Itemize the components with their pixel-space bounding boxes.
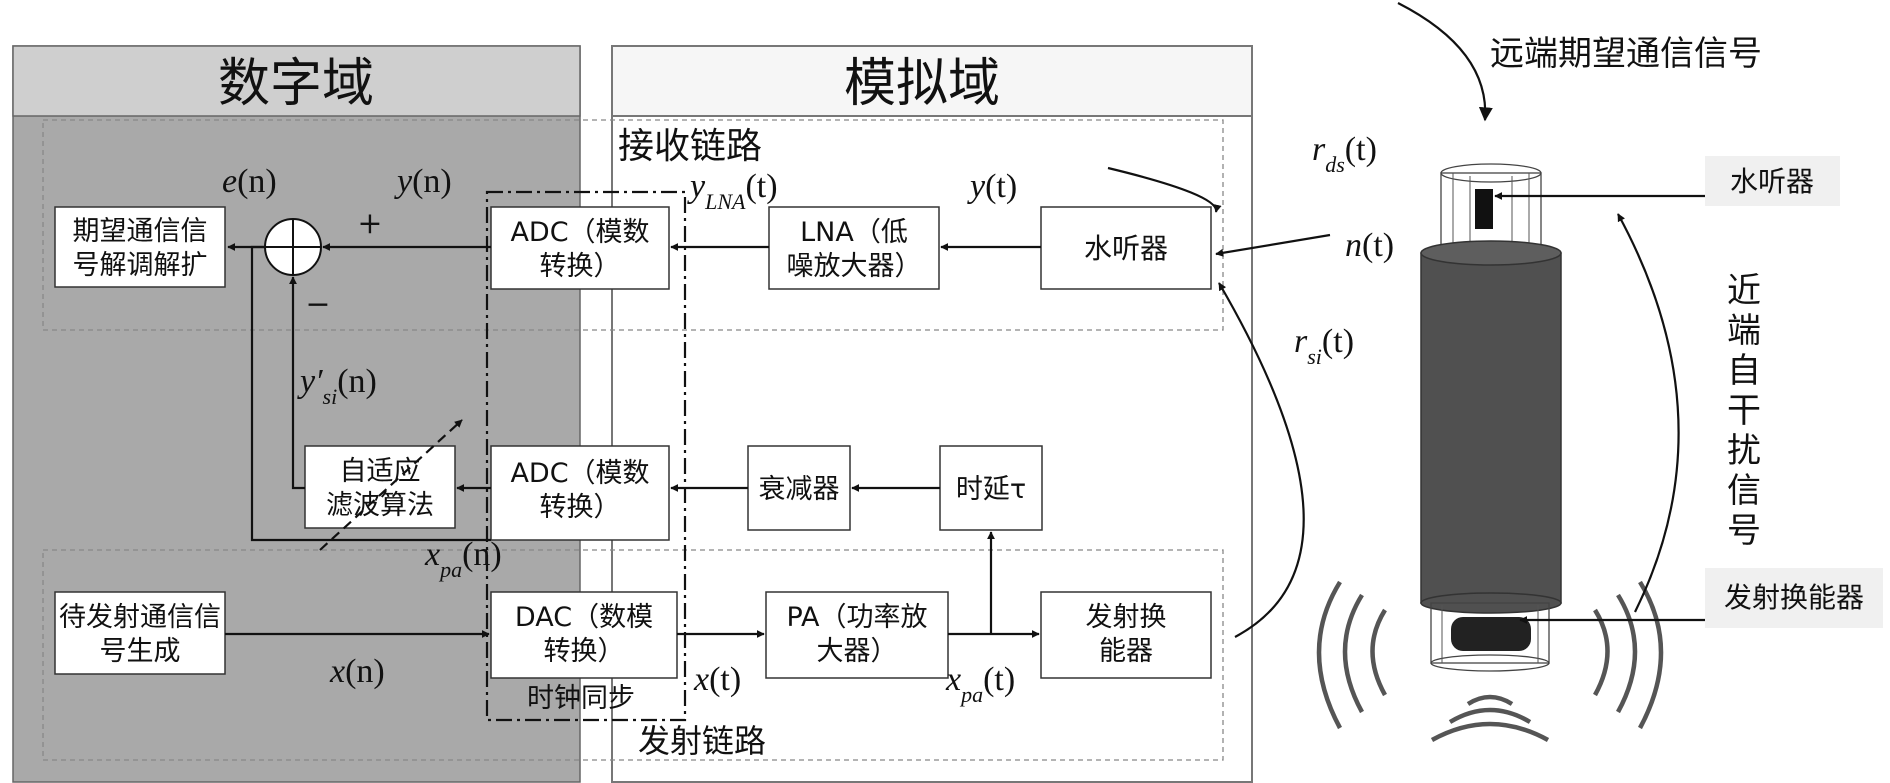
sound-waves-icon bbox=[1316, 580, 1664, 742]
signal-r-si: rsi(t) bbox=[1294, 323, 1354, 369]
attenuator-block: 衰减器 bbox=[747, 445, 851, 531]
svg-text:xpa(t): xpa(t) bbox=[945, 661, 1015, 707]
signal-e-n: e(n) bbox=[222, 163, 277, 200]
svg-text:xpa(n): xpa(n) bbox=[424, 536, 502, 582]
svg-text:号解调解扩: 号解调解扩 bbox=[73, 250, 208, 281]
svg-text:待发射通信信: 待发射通信信 bbox=[59, 602, 221, 633]
svg-text:ADC（模数: ADC（模数 bbox=[510, 458, 649, 489]
svg-text:yLNA(t): yLNA(t) bbox=[687, 168, 778, 214]
svg-text:LNA（低: LNA（低 bbox=[800, 217, 908, 248]
svg-text:rsi(t): rsi(t) bbox=[1294, 323, 1354, 369]
clock-sync-boundary bbox=[485, 190, 687, 722]
svg-text:rds(t): rds(t) bbox=[1312, 131, 1377, 177]
dac-block: DAC（数模 转换） bbox=[490, 591, 678, 679]
digital-domain-title: 数字域 bbox=[218, 54, 374, 114]
svg-text:发射换: 发射换 bbox=[1086, 602, 1167, 633]
signal-connections bbox=[225, 243, 1041, 638]
svg-text:PA（功率放: PA（功率放 bbox=[786, 602, 927, 633]
svg-text:水听器: 水听器 bbox=[1730, 165, 1814, 198]
svg-text:n(t): n(t) bbox=[1345, 227, 1394, 264]
signal-x-n: x(n) bbox=[329, 653, 385, 690]
transducer-element bbox=[1451, 617, 1531, 651]
svg-text:发射换能器: 发射换能器 bbox=[1724, 581, 1864, 614]
signal-y-t: y(t) bbox=[967, 168, 1017, 205]
adc-ref-block: ADC（模数 转换） bbox=[490, 445, 670, 541]
analog-domain-region: 模拟域 bbox=[611, 45, 1253, 783]
receive-chain-boundary bbox=[42, 119, 1224, 331]
signal-r-ds: rds(t) bbox=[1312, 131, 1377, 177]
svg-text:ADC（模数: ADC（模数 bbox=[510, 217, 649, 248]
signal-x-t: x(t) bbox=[693, 661, 741, 698]
transmit-chain-boundary bbox=[42, 549, 1224, 761]
hydrophone-element bbox=[1475, 189, 1493, 229]
minus-sign: − bbox=[305, 287, 330, 322]
svg-text:水听器: 水听器 bbox=[1084, 232, 1168, 265]
svg-text:近: 近 bbox=[1727, 271, 1761, 311]
svg-text:信: 信 bbox=[1727, 471, 1761, 511]
svg-text:扰: 扰 bbox=[1727, 431, 1761, 471]
svg-text:衰减器: 衰减器 bbox=[759, 474, 840, 505]
hydrophone-inputs bbox=[1107, 166, 1331, 638]
adaptive-filter-block: 自适应 滤波算法 bbox=[304, 445, 456, 529]
svg-text:y′si(n): y′si(n) bbox=[297, 363, 377, 409]
pa-block: PA（功率放 大器） bbox=[765, 591, 949, 679]
self-interference-label: 近 端 自 干 扰 信 号 bbox=[1727, 271, 1761, 551]
signal-x-pa-t: xpa(t) bbox=[945, 661, 1015, 707]
adc-rx-block: ADC（模数 转换） bbox=[490, 206, 670, 290]
signal-gen-block: 待发射通信信 号生成 bbox=[54, 591, 226, 675]
far-end-signal-arrow bbox=[1397, 2, 1493, 122]
svg-text:号: 号 bbox=[1727, 511, 1761, 551]
summing-junction bbox=[264, 218, 322, 276]
svg-text:转换）: 转换） bbox=[544, 636, 625, 667]
svg-text:号生成: 号生成 bbox=[100, 636, 181, 667]
svg-text:自: 自 bbox=[1727, 351, 1761, 391]
clock-sync-label: 时钟同步 bbox=[527, 683, 635, 714]
delay-block: 时延τ bbox=[939, 445, 1043, 531]
svg-text:x(n): x(n) bbox=[329, 653, 385, 690]
receive-chain-label: 接收链路 bbox=[618, 126, 762, 167]
transducer-callout: 发射换能器 bbox=[1519, 568, 1883, 628]
transmit-chain-label: 发射链路 bbox=[638, 722, 766, 760]
svg-text:干: 干 bbox=[1727, 391, 1761, 431]
svg-text:大器）: 大器） bbox=[817, 636, 898, 667]
svg-text:转换）: 转换） bbox=[540, 251, 621, 282]
plus-sign: + bbox=[357, 206, 382, 241]
signal-y-si: y′si(n) bbox=[297, 363, 377, 409]
analog-domain-title: 模拟域 bbox=[844, 54, 1000, 114]
svg-text:DAC（数模: DAC（数模 bbox=[515, 602, 653, 633]
signal-y-n: y(n) bbox=[394, 163, 452, 200]
lna-block: LNA（低 噪放大器） bbox=[768, 206, 940, 290]
svg-text:期望通信信: 期望通信信 bbox=[73, 216, 208, 247]
svg-text:时延τ: 时延τ bbox=[956, 474, 1026, 505]
svg-text:端: 端 bbox=[1727, 311, 1761, 351]
svg-text:自适应: 自适应 bbox=[340, 456, 421, 487]
signal-y-lna: yLNA(t) bbox=[687, 168, 778, 214]
self-interference-arrow bbox=[1617, 213, 1680, 613]
hydrophone-block: 水听器 bbox=[1040, 206, 1212, 290]
svg-text:转换）: 转换） bbox=[540, 492, 621, 523]
svg-text:y(n): y(n) bbox=[394, 163, 452, 200]
signal-x-pa-n: xpa(n) bbox=[424, 536, 502, 582]
svg-text:x(t): x(t) bbox=[693, 661, 741, 698]
signal-n-t: n(t) bbox=[1345, 227, 1394, 264]
demod-block: 期望通信信 号解调解扩 bbox=[54, 206, 226, 288]
underwater-device bbox=[1420, 163, 1562, 672]
far-end-signal-label: 远端期望通信信号 bbox=[1490, 34, 1762, 74]
svg-text:e(n): e(n) bbox=[222, 163, 277, 200]
svg-text:噪放大器）: 噪放大器） bbox=[787, 251, 922, 282]
hydrophone-callout: 水听器 bbox=[1494, 156, 1840, 206]
transducer-block: 发射换 能器 bbox=[1040, 591, 1212, 679]
svg-text:能器: 能器 bbox=[1099, 636, 1153, 667]
svg-text:y(t): y(t) bbox=[967, 168, 1017, 205]
